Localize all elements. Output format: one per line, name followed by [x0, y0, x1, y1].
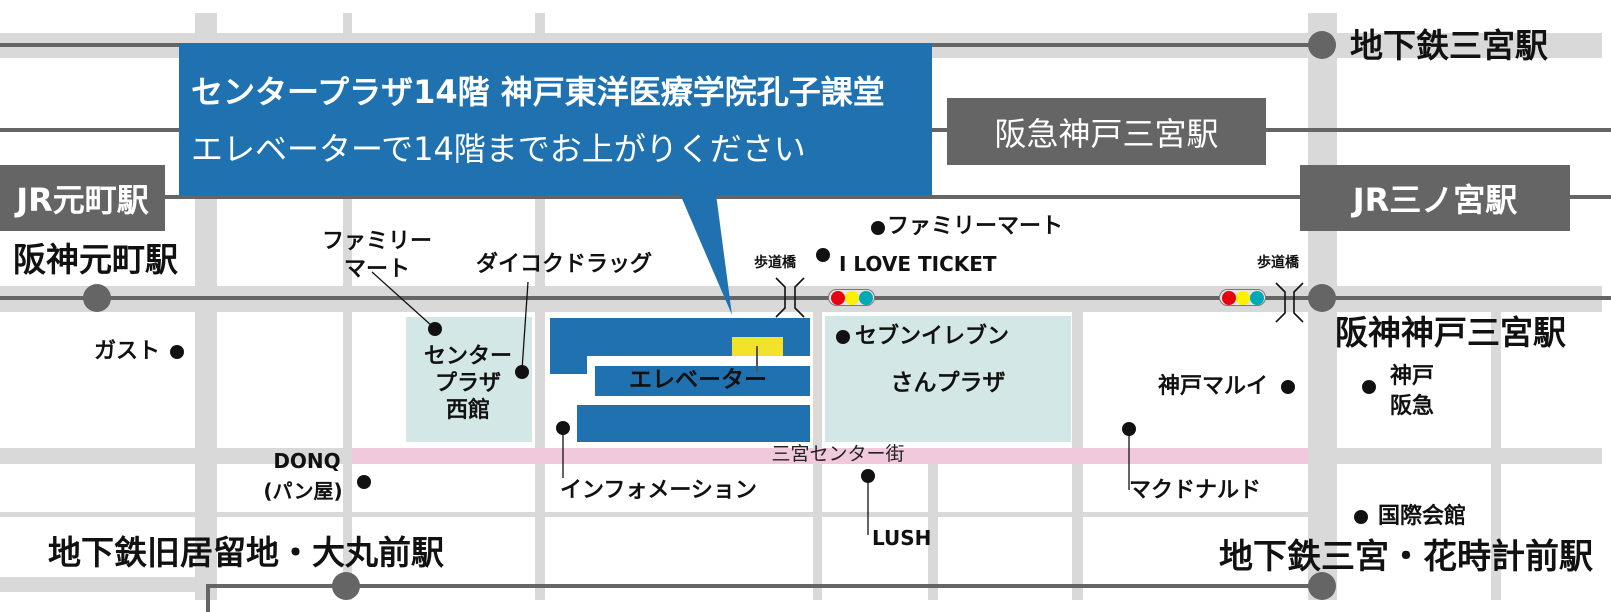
callout-subtitle: エレベーターで14階までお上がりください [191, 130, 806, 168]
center-plaza-block-c [577, 405, 810, 442]
poi-familymart-west: ファミリー [321, 229, 432, 254]
road-h-thin [0, 512, 1308, 517]
poi-dot-information [556, 421, 570, 435]
poi-dot-donq [357, 475, 371, 489]
poi-kobe-hankyu-line2: 阪急 [1390, 394, 1435, 419]
leader-familymart-west [371, 271, 433, 327]
station-subway-sannomiya-hanadokei: 地下鉄三宮・花時計前駅 [1219, 537, 1593, 577]
building-center-plaza-west: センター [423, 344, 512, 369]
poi-dot-mcdonalds [1122, 422, 1136, 436]
rail-subway-kaigan-branch [206, 584, 210, 612]
signal-red [831, 291, 845, 305]
center-plaza-block-a-tail [550, 355, 587, 374]
poi-dot-familymart-west [428, 322, 442, 336]
road-v8 [1491, 286, 1501, 600]
station-jr-motomachi: JR元町駅 [0, 165, 165, 231]
poi-dot-seven-eleven [836, 330, 850, 344]
station-dot-subway-sannomiya [1308, 31, 1336, 59]
signal-green [1250, 291, 1264, 305]
poi-familymart-west-line2: マート [343, 257, 410, 282]
center-gai-arcade [352, 448, 1308, 464]
station-jr-sannomiya-label: JR三ノ宮駅 [1352, 181, 1518, 219]
signal-yellow [1236, 291, 1250, 305]
signal-green [859, 291, 873, 305]
rail-hanshin [0, 296, 1611, 300]
footbridge-label: 歩道橋 [754, 255, 796, 271]
poi-dot-lush [861, 469, 875, 483]
callout-title: センタープラザ14階 神戸東洋医療学院孔子課堂 [191, 73, 885, 111]
poi-dot-i-love-ticket [816, 248, 830, 262]
poi-dot-kokusai-kaikan [1354, 510, 1368, 524]
station-dot-hanshin-motomachi [83, 284, 111, 312]
station-dot-kyukyoryuchi [332, 572, 360, 600]
poi-dot-kobe-hankyu [1362, 380, 1376, 394]
poi-donq: DONQ [273, 449, 341, 473]
poi-i-love-ticket: I LOVE TICKET [839, 252, 997, 276]
station-hanshin-sannomiya: 阪神神戸三宮駅 [1335, 313, 1566, 352]
poi-dot-marui [1281, 380, 1295, 394]
poi-dot-familymart-east [871, 221, 885, 235]
footbridge-icon [1275, 282, 1304, 323]
poi-dot-daikoku [515, 365, 529, 379]
road-v4 [813, 286, 822, 600]
street-center-gai: 三宮センター街 [771, 443, 905, 465]
building-center-plaza-west-line3: 西館 [445, 398, 490, 423]
footbridge-icon [775, 277, 805, 318]
station-hankyu-sannomiya-label: 阪急神戸三宮駅 [994, 114, 1219, 153]
callout-pointer [680, 194, 732, 315]
station-jr-sannomiya: JR三ノ宮駅 [1300, 165, 1570, 231]
station-subway-kyukyoryuchi-daimaru: 地下鉄旧居留地・大丸前駅 [48, 533, 444, 572]
poi-daikoku-drug: ダイコクドラッグ [476, 252, 653, 277]
station-dot-hanadokei [1308, 572, 1336, 600]
station-dot-hanshin-sannomiya [1308, 284, 1336, 312]
poi-mcdonalds: マクドナルド [1129, 478, 1262, 503]
poi-gusto: ガスト [94, 339, 161, 364]
signal-red [1222, 291, 1236, 305]
poi-seven-eleven: セブンイレブン [855, 324, 1010, 349]
rail-subway-kaigan [206, 584, 1322, 588]
poi-donq-line2: (パン屋) [263, 479, 343, 503]
center-plaza-block-b [595, 366, 810, 396]
road-v6 [1072, 286, 1083, 600]
poi-information: インフォメーション [560, 478, 757, 503]
traffic-signal-icon [1219, 289, 1266, 306]
road-h-bottom [0, 577, 208, 592]
station-hankyu-sannomiya: 阪急神戸三宮駅 [947, 98, 1266, 165]
elevator-label: エレベーター [629, 367, 767, 393]
poi-kobe-hankyu: 神戸 [1390, 364, 1435, 389]
sun-plaza-plot [825, 316, 1071, 442]
building-sun-plaza: さんプラザ [890, 370, 1006, 396]
rail-jr [0, 195, 1611, 199]
poi-marui: 神戸マルイ [1158, 374, 1269, 399]
poi-familymart-east: ファミリーマート [887, 214, 1064, 239]
footbridge-label: 歩道橋 [1257, 255, 1299, 271]
station-subway-sannomiya: 地下鉄三宮駅 [1350, 26, 1548, 65]
station-jr-motomachi-label: JR元町駅 [16, 181, 149, 219]
center-plaza-west-plot [406, 317, 532, 442]
poi-lush: LUSH [872, 526, 932, 550]
signal-yellow [845, 291, 859, 305]
destination-callout: センタープラザ14階 神戸東洋医療学院孔子課堂 エレベーターで14階までお上がり… [179, 43, 932, 195]
building-center-plaza-west-line2: プラザ [434, 371, 501, 396]
poi-kokusai-kaikan: 国際会館 [1378, 504, 1467, 529]
traffic-signal-icon [828, 289, 875, 306]
road-v5 [928, 448, 938, 600]
station-hanshin-motomachi: 阪神元町駅 [13, 240, 178, 279]
poi-dot-gusto [170, 345, 184, 359]
leader-daikoku [521, 281, 529, 371]
